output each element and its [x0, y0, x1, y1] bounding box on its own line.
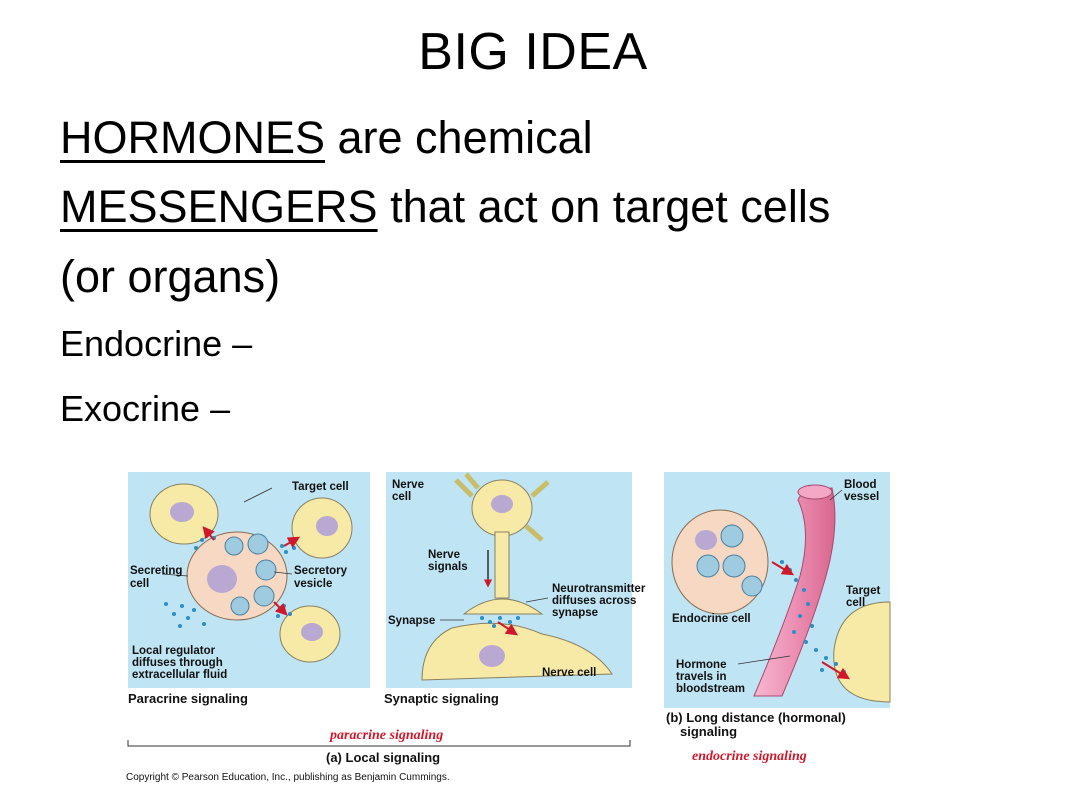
endocrine-label: Endocrine – [60, 323, 253, 364]
endocrine-cell-label: Endocrine cell [672, 613, 751, 625]
local-signaling-caption: (a) Local signaling [326, 750, 440, 765]
local-signaling-bracket [127, 740, 631, 747]
neurotransmitter-label-1: Neurotransmitter [552, 583, 646, 595]
synaptic-caption: Synaptic signaling [384, 691, 499, 706]
hormone-label-2: travels in [676, 671, 727, 683]
copyright-notice: Copyright © Pearson Education, Inc., pub… [126, 772, 450, 783]
arrow-shape [821, 661, 851, 680]
target-cell-label: Target cell [292, 481, 349, 493]
leader-line [829, 489, 843, 501]
arrow-shape [771, 561, 795, 576]
local-regulator-label-1: Local regulator [132, 645, 216, 657]
secretory-vesicle-label-1: Secretory [294, 565, 348, 577]
secreting-cell-label-1: Secreting [130, 565, 182, 577]
arrow-shape [202, 526, 215, 541]
nerve-cell-top-label-1: Nerve [392, 479, 424, 491]
nerve-signals-label-2: signals [428, 561, 468, 573]
paracrine-panel: Target cell Secreting cell Secretory ves… [128, 472, 370, 706]
secreting-cell-label-2: cell [130, 578, 149, 590]
nucleus-shape [207, 565, 237, 593]
vesicle-shape [247, 533, 269, 555]
local-regulator-label-2: diffuses through [132, 657, 223, 669]
axon-terminal-shape [462, 598, 544, 615]
messengers-term: MESSENGERS [60, 181, 378, 232]
nucleus-shape [170, 502, 194, 522]
nucleus-shape [316, 516, 338, 536]
target-cell-label-1: Target [846, 585, 880, 597]
signaling-figure: Target cell Secreting cell Secretory ves… [122, 466, 902, 796]
local-regulator-label-3: extracellular fluid [132, 669, 227, 681]
vesicle-shape [696, 554, 720, 578]
arrow-shape [497, 621, 518, 636]
definition-text-1: are chemical [325, 112, 593, 163]
nucleus-shape [301, 623, 323, 641]
blood-vessel-label-1: Blood [844, 479, 877, 491]
axon-shape [494, 531, 510, 599]
slide-title: BIG IDEA [418, 23, 648, 81]
leader-line [737, 655, 791, 665]
endocrine-handwritten: endocrine signaling [692, 749, 807, 764]
nucleus-shape [491, 495, 513, 513]
definition-line-3: (or organs) [60, 251, 281, 302]
vesicle-shape [741, 575, 763, 597]
synaptic-panel: Nerve cell Nerve signals Neurotransmitte… [384, 472, 646, 706]
neurotransmitter-label-3: synapse [552, 607, 598, 619]
hormonal-caption-1: (b) Long distance (hormonal) [666, 710, 846, 725]
vesicle-shape [255, 559, 277, 581]
definition-line-2: MESSENGERS that act on target cells [60, 181, 830, 233]
leader-line [273, 571, 293, 575]
target-cell-label-2: cell [846, 597, 865, 609]
vessel-opening-shape [797, 484, 833, 500]
paracrine-caption: Paracrine signaling [128, 691, 248, 706]
leader-line [243, 487, 273, 503]
dendrite-shape [454, 472, 550, 542]
vesicle-shape [230, 596, 250, 616]
blood-vessel-label-2: vessel [844, 491, 879, 503]
hormone-label-3: bloodstream [676, 683, 745, 695]
arrow-shape [273, 601, 288, 616]
nucleus-shape [479, 645, 505, 667]
hormones-term: HORMONES [60, 112, 326, 163]
hormonal-panel: Blood vessel Target cell Endocrine cell … [664, 472, 891, 764]
nerve-signals-label-1: Nerve [428, 549, 460, 561]
vesicle-shape [253, 585, 275, 607]
neurotransmitter-label-2: diffuses across [552, 595, 636, 607]
arrow-shape [283, 536, 301, 548]
synapse-label: Synapse [388, 615, 435, 627]
vesicle-shape [224, 536, 244, 556]
definition-line-1: HORMONES are chemical [60, 112, 593, 164]
leader-line [161, 573, 189, 577]
definition-text-2: that act on target cells [377, 181, 831, 232]
exocrine-label: Exocrine – [60, 388, 231, 429]
nucleus-shape [695, 530, 717, 550]
vesicle-shape [722, 554, 746, 578]
hormone-label-1: Hormone [676, 659, 726, 671]
nerve-cell-top-label-2: cell [392, 491, 411, 503]
hormonal-caption-2: signaling [680, 724, 737, 739]
leader-line [525, 597, 549, 603]
nerve-cell-bottom-label: Nerve cell [542, 667, 596, 679]
paracrine-handwritten: paracrine signaling [329, 728, 443, 743]
endocrine-cell-shape [671, 509, 769, 615]
secretory-vesicle-label-2: vesicle [294, 578, 332, 590]
vesicle-shape [720, 524, 744, 548]
signaling-diagram: Target cell Secreting cell Secretory ves… [126, 472, 891, 783]
neurotransmitter-dots [480, 616, 520, 628]
blood-vessel-shape [753, 487, 836, 697]
